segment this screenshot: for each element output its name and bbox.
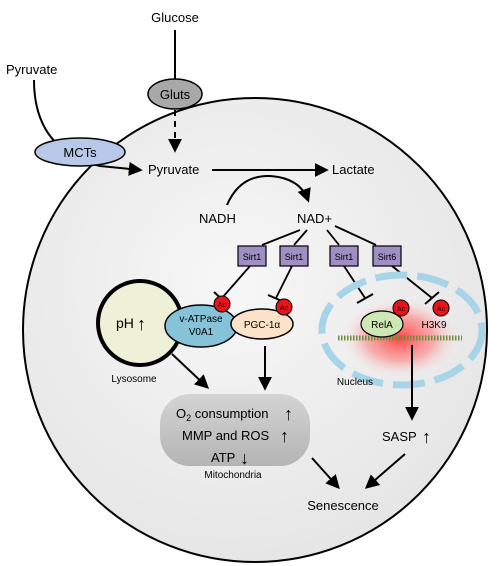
nad-to-sirt1-a — [261, 229, 301, 246]
mmp-up-arrow: ↑ — [280, 426, 289, 446]
nadh-to-nad-curve — [226, 174, 311, 206]
sirt1-label-b: Sirt1 — [285, 252, 304, 262]
sirt1-label-c: Sirt1 — [335, 252, 354, 262]
atp-down-arrow: ↓ — [240, 448, 249, 468]
ph-label: pH — [116, 315, 134, 331]
lysosome-label: Lysosome — [111, 374, 157, 385]
mitochondria-label: Mitochondria — [204, 470, 262, 481]
h3k9-label: H3K9 — [421, 320, 446, 331]
mitochondria — [160, 394, 310, 466]
lactate-label: Lactate — [332, 162, 375, 177]
sirt1-a-inhibit-line — [221, 265, 251, 299]
sirt1-box-a — [237, 245, 267, 267]
nucleus-label: Nucleus — [337, 377, 373, 388]
pgc1a-ac-label: Ac — [280, 305, 289, 312]
mcts-transporter — [34, 137, 126, 167]
pgc1a-complex — [230, 308, 294, 340]
sirt1-b-inhibit-line — [275, 265, 293, 299]
pgc1a-ac-badge — [275, 298, 293, 316]
nucleus-envelope — [318, 271, 486, 389]
sirt6-inhibit-line — [391, 265, 433, 299]
vatpase-label-2: V0A1 — [189, 327, 214, 338]
gluts-label: Gluts — [160, 87, 191, 102]
nad-plus-label: NAD+ — [297, 211, 332, 226]
atp-label: ATP — [211, 450, 235, 465]
rela-ac-label: Ac — [397, 306, 406, 313]
nadh-label: NADH — [199, 211, 236, 226]
nad-to-sirt6 — [334, 225, 377, 246]
o2-consumption-text: consumption — [191, 406, 268, 421]
mmp-ros-label: MMP and ROS — [182, 428, 270, 443]
o2-subscript: 2 — [186, 413, 191, 423]
vatpase-ac-badge — [213, 295, 231, 313]
sirt6-label: Sirt6 — [378, 252, 397, 262]
senescence-label: Senescence — [307, 498, 379, 513]
mcts-label: MCTs — [63, 145, 97, 160]
rela-ac-badge — [392, 299, 410, 317]
pyruvate-outside-label: Pyruvate — [6, 62, 57, 77]
h3k9-ac-badge — [432, 299, 450, 317]
sirt1-c-inhibit-bar — [356, 293, 374, 304]
nad-to-sirt1-b — [293, 229, 308, 246]
o2-consumption-label: O2 consumption — [176, 406, 268, 423]
gluts-transporter — [147, 78, 203, 110]
vatpase-label-1: v-ATPase — [179, 314, 223, 325]
o2-up-arrow: ↑ — [284, 404, 293, 424]
sasp-label: SASP — [382, 429, 417, 444]
o2-symbol: O — [176, 406, 186, 421]
sirt1-label-a: Sirt1 — [243, 252, 262, 262]
pgc1a-label: PGC-1α — [244, 320, 281, 331]
nad-to-sirt1-c — [326, 229, 340, 246]
rela-complex — [360, 310, 404, 338]
h3k9-ac-label: Ac — [437, 306, 446, 313]
pyruvate-inside-label: Pyruvate — [148, 162, 199, 177]
sirt1-box-b — [279, 245, 309, 267]
sasp-up-arrow: ↑ — [422, 427, 431, 447]
glucose-label: Glucose — [151, 10, 199, 25]
rela-label: RelA — [371, 320, 393, 331]
vatpase-ac-label: Ac — [218, 302, 227, 309]
sirt6-box — [372, 245, 402, 267]
mito-to-senescence-arrow — [311, 457, 340, 490]
ph-up-arrow: ↑ — [137, 314, 146, 334]
lysosome-to-mito-arrow — [171, 353, 210, 389]
sasp-to-senescence-arrow — [364, 453, 406, 489]
